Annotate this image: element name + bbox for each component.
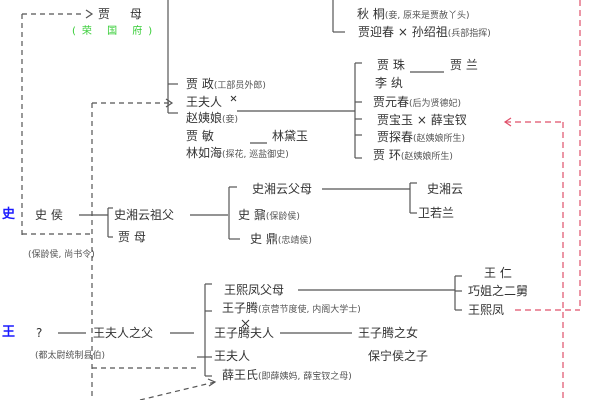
baoning-son: 保宁侯之子 xyxy=(368,349,429,363)
xue-wangshi-name: 薛王氏 xyxy=(222,368,259,382)
jia-zheng: 贾 政(工部员外郎) xyxy=(186,77,266,93)
wang-father-note: (都太尉统制县伯) xyxy=(35,351,106,361)
qiu-tong-note: (妾, 原来是贾赦丫头) xyxy=(384,11,470,21)
shi-nai: 史 鼐(保龄侯) xyxy=(238,208,300,224)
lin-ruhai-note: (探花, 巡盐御史) xyxy=(222,150,289,160)
ziteng-wife: 王子腾夫人 xyxy=(214,326,275,340)
shi-ding: 史 鼎(忠靖侯) xyxy=(250,232,312,248)
wang-ziteng: 王子腾(京营节度使, 内阁大学士) xyxy=(222,301,361,317)
sun-shaozu-note: (兵部指挥) xyxy=(447,29,491,39)
clan-label-shi: 史 xyxy=(2,207,16,222)
jia-yuanchun-name: 贾元春 xyxy=(373,95,410,109)
wang-ziteng-note: (京营节度使, 内阁大学士) xyxy=(258,305,361,315)
baoyu-marriage: 贾宝玉 × 薛宝钗 xyxy=(377,113,467,127)
jia-baoyu: 贾宝玉 xyxy=(377,113,414,127)
zhao-yiniang-name: 赵姨娘 xyxy=(186,111,223,125)
wang-father: 王夫人之父 xyxy=(93,326,154,340)
zhao-yiniang: 赵姨娘(妾) xyxy=(186,111,238,127)
xue-wangshi-note: (即薛姨妈, 薛宝钗之母) xyxy=(258,372,352,382)
jia-huan-note: (赵姨娘所生) xyxy=(400,152,453,162)
rongguo-note: (荣 国 府) xyxy=(72,26,159,37)
jia-yuanchun-note: (后为贤德妃) xyxy=(409,99,462,109)
lin-ruhai: 林如海(探花, 巡盐御史) xyxy=(186,146,289,162)
lin-daiyu: 林黛玉 xyxy=(272,129,309,143)
wang-unknown: ? xyxy=(36,326,43,340)
jia-zheng-note: (工部员外郎) xyxy=(213,81,266,91)
xiangyun-grandfather: 史湘云祖父 xyxy=(114,208,175,222)
shi-ding-name: 史 鼎 xyxy=(250,232,278,246)
shi-nai-note: (保龄侯) xyxy=(265,212,300,222)
qiu-tong: 秋 桐(妾, 原来是贾赦丫头) xyxy=(357,7,470,23)
ziteng-daughter: 王子腾之女 xyxy=(358,326,419,340)
jia-yuanchun: 贾元春(后为贤德妃) xyxy=(373,95,461,111)
jia-lan: 贾 兰 xyxy=(450,58,478,72)
jia-tanchun-name: 贾探春 xyxy=(377,130,414,144)
qiu-tong-name: 秋 桐 xyxy=(357,7,385,21)
jia-yingchun: 贾迎春 xyxy=(358,25,395,39)
jia-tanchun: 贾探春(赵姨娘所生) xyxy=(377,130,465,146)
shi-hou-note: (保龄侯, 尚书令) xyxy=(28,250,95,260)
qiaojie-uncle: 巧姐之二舅 xyxy=(468,284,529,298)
marriage-x-icon: × xyxy=(416,113,427,127)
xue-wangshi: 薛王氏(即薛姨妈, 薛宝钗之母) xyxy=(222,368,352,384)
wang-furen-wang: 王夫人 xyxy=(214,349,251,363)
xue-baochai: 薛宝钗 xyxy=(430,113,467,127)
shi-hou: 史 侯 xyxy=(35,208,63,222)
xiangyun-parents: 史湘云父母 xyxy=(252,182,313,196)
wang-ren: 王 仁 xyxy=(484,266,512,280)
jia-min: 贾 敏 xyxy=(186,129,214,143)
li-wan: 李 纨 xyxy=(375,76,403,90)
jia-mu-top: 贾 母 xyxy=(98,7,150,21)
shi-ding-note: (忠靖侯) xyxy=(277,236,312,246)
shi-xiangyun: 史湘云 xyxy=(427,182,464,196)
wei-ruolan: 卫若兰 xyxy=(418,206,455,220)
wang-furen-jia: 王夫人 xyxy=(186,95,223,109)
marriage-x-icon: × xyxy=(397,25,408,39)
zhao-yiniang-note: (妾) xyxy=(222,115,239,125)
shi-nai-name: 史 鼐 xyxy=(238,208,266,222)
jia-huan-name: 贾 环 xyxy=(373,148,401,162)
sun-shaozu: 孙绍祖 xyxy=(411,25,448,39)
wang-xifeng: 王熙凤 xyxy=(468,303,505,317)
wang-ziteng-name: 王子腾 xyxy=(222,301,259,315)
lin-ruhai-name: 林如海 xyxy=(186,146,223,160)
jia-zheng-name: 贾 政 xyxy=(186,77,214,91)
xifeng-parents: 王熙凤父母 xyxy=(224,283,285,297)
jia-huan: 贾 环(赵姨娘所生) xyxy=(373,148,453,164)
jia-tanchun-note: (赵姨娘所生) xyxy=(413,134,466,144)
clan-label-wang: 王 xyxy=(2,325,16,340)
jia-mu-shi: 贾 母 xyxy=(118,230,146,244)
jia-zhu: 贾 珠 xyxy=(377,58,405,72)
yingchun-marriage: 贾迎春 × 孙绍祖(兵部指挥) xyxy=(358,25,491,41)
